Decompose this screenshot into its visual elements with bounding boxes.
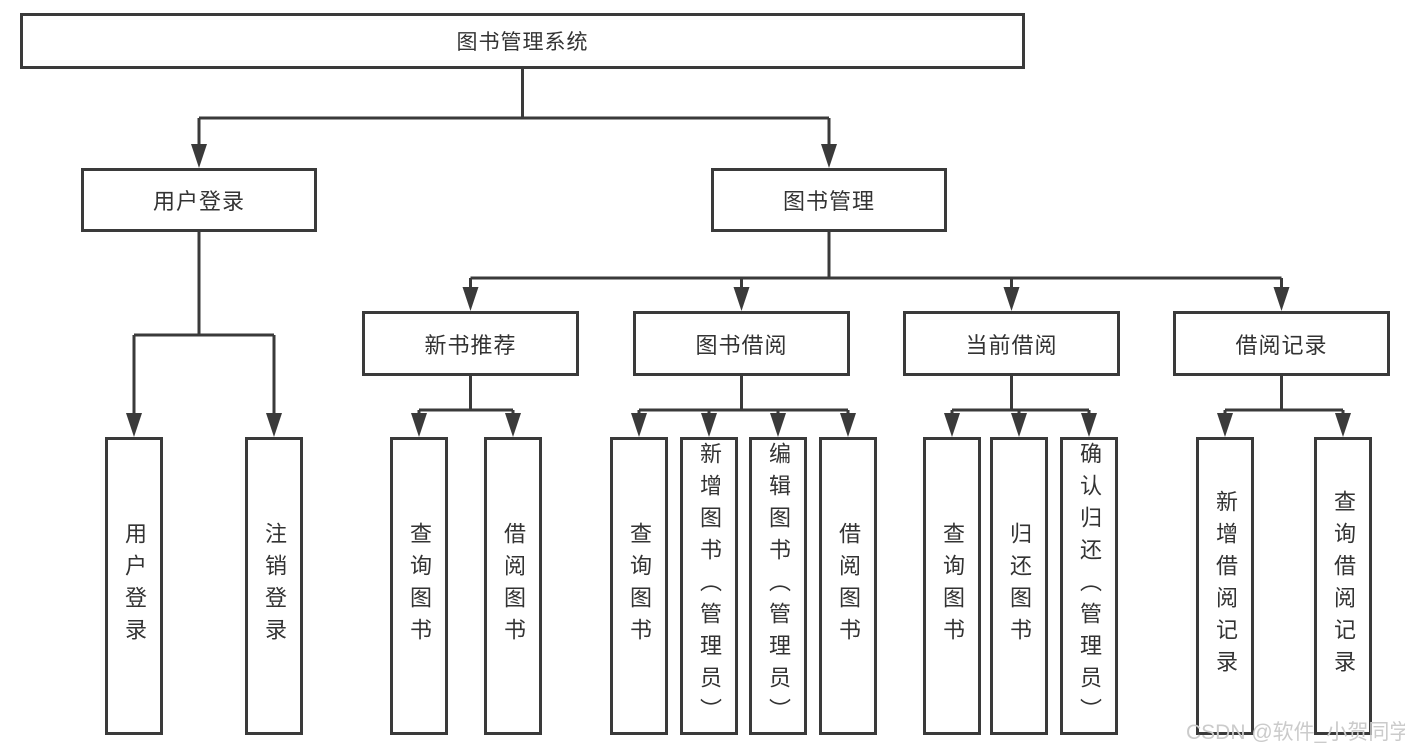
- node-current-borrow: 当前借阅: [903, 311, 1120, 376]
- watermark: CSDN @软件_小贺同学: [1186, 721, 1405, 744]
- leaf-query-book-new: 查询图书: [390, 437, 448, 735]
- leaf-label: 编辑图书（管理员）: [766, 442, 791, 730]
- node-new-book-recommend: 新书推荐: [362, 311, 579, 376]
- leaf-add-book-admin: 新增图书（管理员）: [680, 437, 738, 735]
- leaf-label: 确认归还（管理员）: [1077, 442, 1102, 730]
- leaf-query-borrow-record: 查询借阅记录: [1314, 437, 1372, 735]
- leaf-add-borrow-record: 新增借阅记录: [1196, 437, 1254, 735]
- leaf-label: 查询图书: [940, 522, 965, 650]
- leaf-label: 借阅图书: [836, 522, 861, 650]
- leaf-query-book-borrow: 查询图书: [610, 437, 668, 735]
- node-root: 图书管理系统: [20, 13, 1025, 69]
- node-label: 借阅记录: [1235, 332, 1328, 358]
- leaf-label: 查询图书: [407, 522, 432, 650]
- node-label: 新书推荐: [424, 332, 517, 358]
- leaf-return-book: 归还图书: [990, 437, 1048, 735]
- leaf-edit-book-admin: 编辑图书（管理员）: [749, 437, 807, 735]
- leaf-label: 归还图书: [1007, 522, 1032, 650]
- leaf-label: 借阅图书: [501, 522, 526, 650]
- node-label: 图书借阅: [695, 332, 788, 358]
- node-book-borrow: 图书借阅: [633, 311, 850, 376]
- leaf-borrow-book: 借阅图书: [819, 437, 877, 735]
- leaf-label: 注销登录: [262, 522, 287, 650]
- arrowheads: [126, 144, 1351, 437]
- leaf-borrow-book-new: 借阅图书: [484, 437, 542, 735]
- node-user-login: 用户登录: [81, 168, 317, 232]
- node-borrow-records: 借阅记录: [1173, 311, 1390, 376]
- leaf-query-book-current: 查询图书: [923, 437, 981, 735]
- leaf-confirm-return-admin: 确认归还（管理员）: [1060, 437, 1118, 735]
- leaf-label: 新增借阅记录: [1213, 490, 1238, 682]
- node-label: 图书管理: [782, 189, 875, 214]
- node-label: 当前借阅: [965, 332, 1058, 358]
- leaf-label: 查询图书: [627, 522, 652, 650]
- leaf-label: 用户登录: [122, 522, 147, 650]
- node-root-label: 图书管理系统: [456, 31, 589, 54]
- node-label: 用户登录: [152, 189, 245, 214]
- leaf-label: 查询借阅记录: [1331, 490, 1356, 682]
- leaf-logout: 注销登录: [245, 437, 303, 735]
- leaf-label: 新增图书（管理员）: [697, 442, 722, 730]
- node-book-management: 图书管理: [711, 168, 947, 232]
- leaf-user-login: 用户登录: [105, 437, 163, 735]
